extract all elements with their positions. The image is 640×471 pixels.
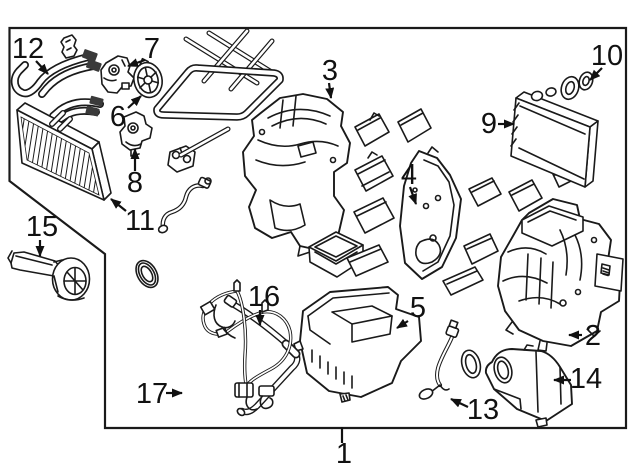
callout-17: 17 — [136, 378, 183, 410]
callout-label-4: 4 — [401, 159, 417, 191]
callout-label-10: 10 — [591, 40, 623, 72]
callout-13: 13 — [450, 394, 499, 426]
callout-label-9: 9 — [481, 108, 497, 140]
callout-leader-7 — [127, 58, 146, 68]
part-pipe-grommets — [560, 71, 594, 101]
callout-7: 7 — [127, 33, 160, 68]
part-heater-hoses — [10, 34, 104, 126]
part-actuator-8 — [119, 111, 153, 157]
part-sensor-wire — [418, 319, 460, 400]
callout-leader-3 — [325, 82, 335, 99]
callout-label-6: 6 — [110, 101, 126, 133]
callout-label-13: 13 — [467, 394, 499, 426]
part-right-case-assembly — [497, 198, 624, 352]
callout-4: 4 — [401, 159, 418, 205]
part-water-pipe — [157, 176, 212, 234]
part-upper-case — [242, 93, 351, 257]
assembly-frame-outline — [8, 26, 628, 430]
callout-label-11: 11 — [125, 205, 155, 237]
callout-label-3: 3 — [322, 55, 338, 87]
part-fan-disc-6 — [133, 57, 163, 99]
callout-3: 3 — [322, 55, 338, 99]
callout-leader-10 — [589, 67, 603, 81]
callout-label-17: 17 — [136, 378, 168, 410]
callout-11: 11 — [110, 198, 155, 237]
part-oval-grommet — [135, 259, 159, 289]
part-evaporator-core — [510, 87, 599, 188]
callout-8: 8 — [127, 148, 143, 199]
callout-9: 9 — [481, 108, 515, 140]
callout-16: 16 — [248, 281, 280, 326]
callout-12: 12 — [12, 33, 49, 75]
callout-1: 1 — [336, 427, 352, 470]
part-heater-core — [16, 102, 112, 201]
part-air-duct — [460, 344, 573, 428]
callout-10: 10 — [589, 40, 623, 81]
callout-6: 6 — [110, 95, 142, 133]
part-mounting-bracket — [167, 145, 196, 173]
callout-label-8: 8 — [127, 167, 143, 199]
callout-14: 14 — [553, 363, 602, 395]
callout-label-1: 1 — [336, 438, 352, 470]
part-partition-panel — [399, 146, 462, 280]
callout-2: 2 — [568, 320, 601, 352]
callout-15: 15 — [26, 211, 58, 257]
callout-label-2: 2 — [585, 320, 601, 352]
part-wiring-harness — [199, 279, 293, 411]
hose-clip — [60, 34, 78, 59]
callout-leader-11 — [110, 198, 127, 212]
callout-leader-12 — [35, 60, 49, 75]
callout-label-12: 12 — [12, 33, 44, 65]
part-tube-frame — [153, 28, 284, 158]
callout-leader-5 — [396, 318, 409, 329]
callout-5: 5 — [396, 292, 426, 329]
callout-label-16: 16 — [248, 281, 280, 313]
part-actuator-7 — [100, 55, 135, 94]
callout-label-15: 15 — [26, 211, 58, 243]
callout-label-5: 5 — [410, 292, 426, 324]
part-lower-case — [293, 286, 422, 403]
callout-label-14: 14 — [570, 363, 602, 395]
callout-leader-4 — [408, 186, 418, 205]
part-mode-actuator — [7, 250, 91, 301]
callout-leader-13 — [450, 398, 469, 408]
callout-label-7: 7 — [144, 33, 160, 65]
callout-leader-6 — [127, 95, 142, 109]
